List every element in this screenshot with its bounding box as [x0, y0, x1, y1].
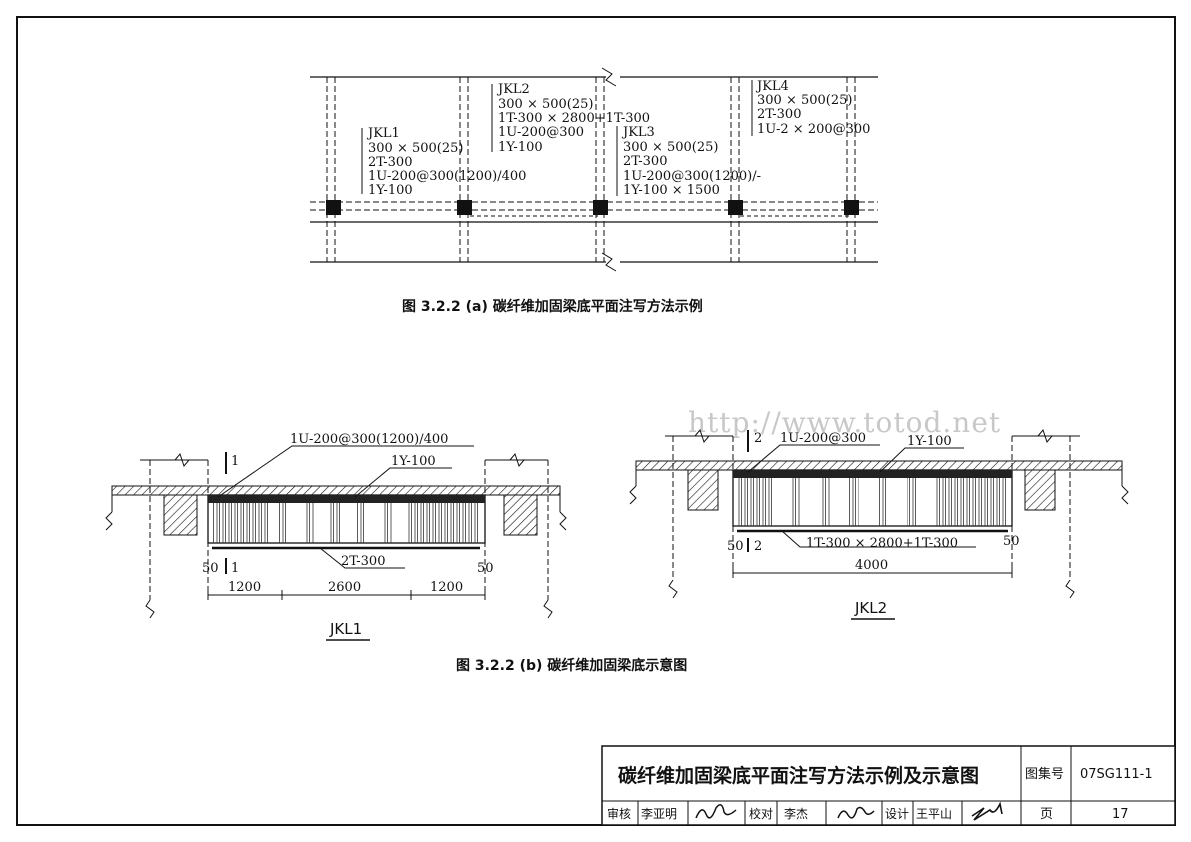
- jkl4-u: 1U-2 × 200@300: [757, 122, 870, 137]
- jkl1-t-label: 2T-300: [341, 554, 385, 569]
- jkl2-y-label: 1Y-100: [907, 434, 952, 449]
- jkl2-y: 1Y-100: [498, 140, 543, 155]
- jkl3-u: 1U-200@300(1200)/-: [623, 169, 761, 184]
- jkl2-section-mark-top: 2: [754, 431, 762, 446]
- jkl2-section: 300 × 500(25): [498, 97, 593, 112]
- jkl2-edge-right: 50: [1003, 534, 1020, 549]
- column: [457, 200, 472, 215]
- reviewer-signature: [695, 804, 737, 819]
- jkl2-u-label: 1U-200@300: [780, 431, 866, 446]
- jkl2-dim: 4000: [855, 558, 888, 573]
- check-label: 校对: [749, 806, 773, 821]
- design-label: 设计: [885, 807, 909, 821]
- jkl2-edge-left: 50: [727, 539, 744, 554]
- atlas-number: 07SG111-1: [1080, 767, 1153, 782]
- page-label: 页: [1040, 807, 1053, 822]
- annotation-jkl1: JKL1 300 × 500(25) 2T-300 1U-200@300(120…: [366, 126, 526, 198]
- sheet-border: [16, 16, 1176, 826]
- jkl1-edge-right: 50: [477, 561, 494, 576]
- annotation-jkl4: JKL4 300 × 500(25) 2T-300 1U-2 × 200@300: [755, 79, 870, 137]
- annotation-jkl3: JKL3 300 × 500(25) 2T-300 1U-200@300(120…: [621, 125, 761, 198]
- beam-plan: [310, 67, 878, 272]
- jkl1-section: 300 × 500(25): [368, 141, 463, 156]
- checker-signature: [837, 806, 875, 819]
- column: [728, 200, 743, 215]
- review-label: 审核: [607, 806, 631, 821]
- jkl1-edge-left: 50: [202, 561, 219, 576]
- watermark: http://www.totod.net: [688, 406, 1001, 439]
- jkl3-top: 2T-300: [623, 154, 667, 169]
- designer-name: 王平山: [916, 807, 952, 821]
- reviewer-name: 李亚明: [641, 806, 677, 821]
- jkl1-dim-right: 1200: [430, 580, 463, 595]
- title-block: [601, 745, 1176, 826]
- jkl4-section: 300 × 500(25): [757, 93, 852, 108]
- jkl1-y: 1Y-100: [368, 183, 413, 198]
- caption-b: 图 3.2.2 (b) 碳纤维加固梁底示意图: [456, 657, 687, 674]
- jkl2-section-mark-bottom: 2: [754, 539, 762, 554]
- jkl2-top: 1T-300 × 2800+1T-300: [498, 111, 650, 126]
- jkl1-elevation: [105, 445, 567, 619]
- jkl4-top: 2T-300: [757, 107, 801, 122]
- jkl3-section: 300 × 500(25): [623, 140, 718, 155]
- annotation-jkl2: JKL2 300 × 500(25) 1T-300 × 2800+1T-300 …: [496, 82, 650, 155]
- column: [326, 200, 341, 215]
- title-block-title: 碳纤维加固梁底平面注写方法示例及示意图: [618, 764, 979, 787]
- caption-a: 图 3.2.2 (a) 碳纤维加固梁底平面注写方法示例: [402, 298, 703, 315]
- jkl1-top: 2T-300: [368, 155, 412, 170]
- jkl3-name: JKL3: [621, 125, 655, 140]
- jkl1-name: JKL1: [366, 126, 400, 141]
- jkl2-title: JKL2: [854, 599, 887, 617]
- checker-name: 李杰: [784, 806, 808, 821]
- atlas-label: 图集号: [1025, 766, 1064, 782]
- page-number: 17: [1112, 807, 1129, 822]
- jkl2-name: JKL2: [496, 82, 530, 97]
- column: [844, 200, 859, 215]
- jkl2-t-label: 1T-300 × 2800+1T-300: [806, 536, 958, 551]
- jkl1-u-label: 1U-200@300(1200)/400: [290, 432, 448, 447]
- jkl1-title: JKL1: [329, 620, 362, 638]
- jkl2-elevation: [629, 428, 1129, 599]
- jkl3-y: 1Y-100 × 1500: [623, 183, 720, 198]
- jkl1-section-mark-top: 1: [231, 454, 239, 469]
- jkl1-dim-mid: 2600: [328, 580, 361, 595]
- column: [593, 200, 608, 215]
- jkl1-u: 1U-200@300(1200)/400: [368, 169, 526, 184]
- jkl1-y-label: 1Y-100: [391, 454, 436, 469]
- jkl1-dim-left: 1200: [228, 580, 261, 595]
- jkl1-section-mark-bottom: 1: [231, 561, 239, 576]
- jkl4-name: JKL4: [755, 79, 789, 94]
- jkl2-u: 1U-200@300: [498, 125, 584, 140]
- designer-signature: [971, 801, 1003, 821]
